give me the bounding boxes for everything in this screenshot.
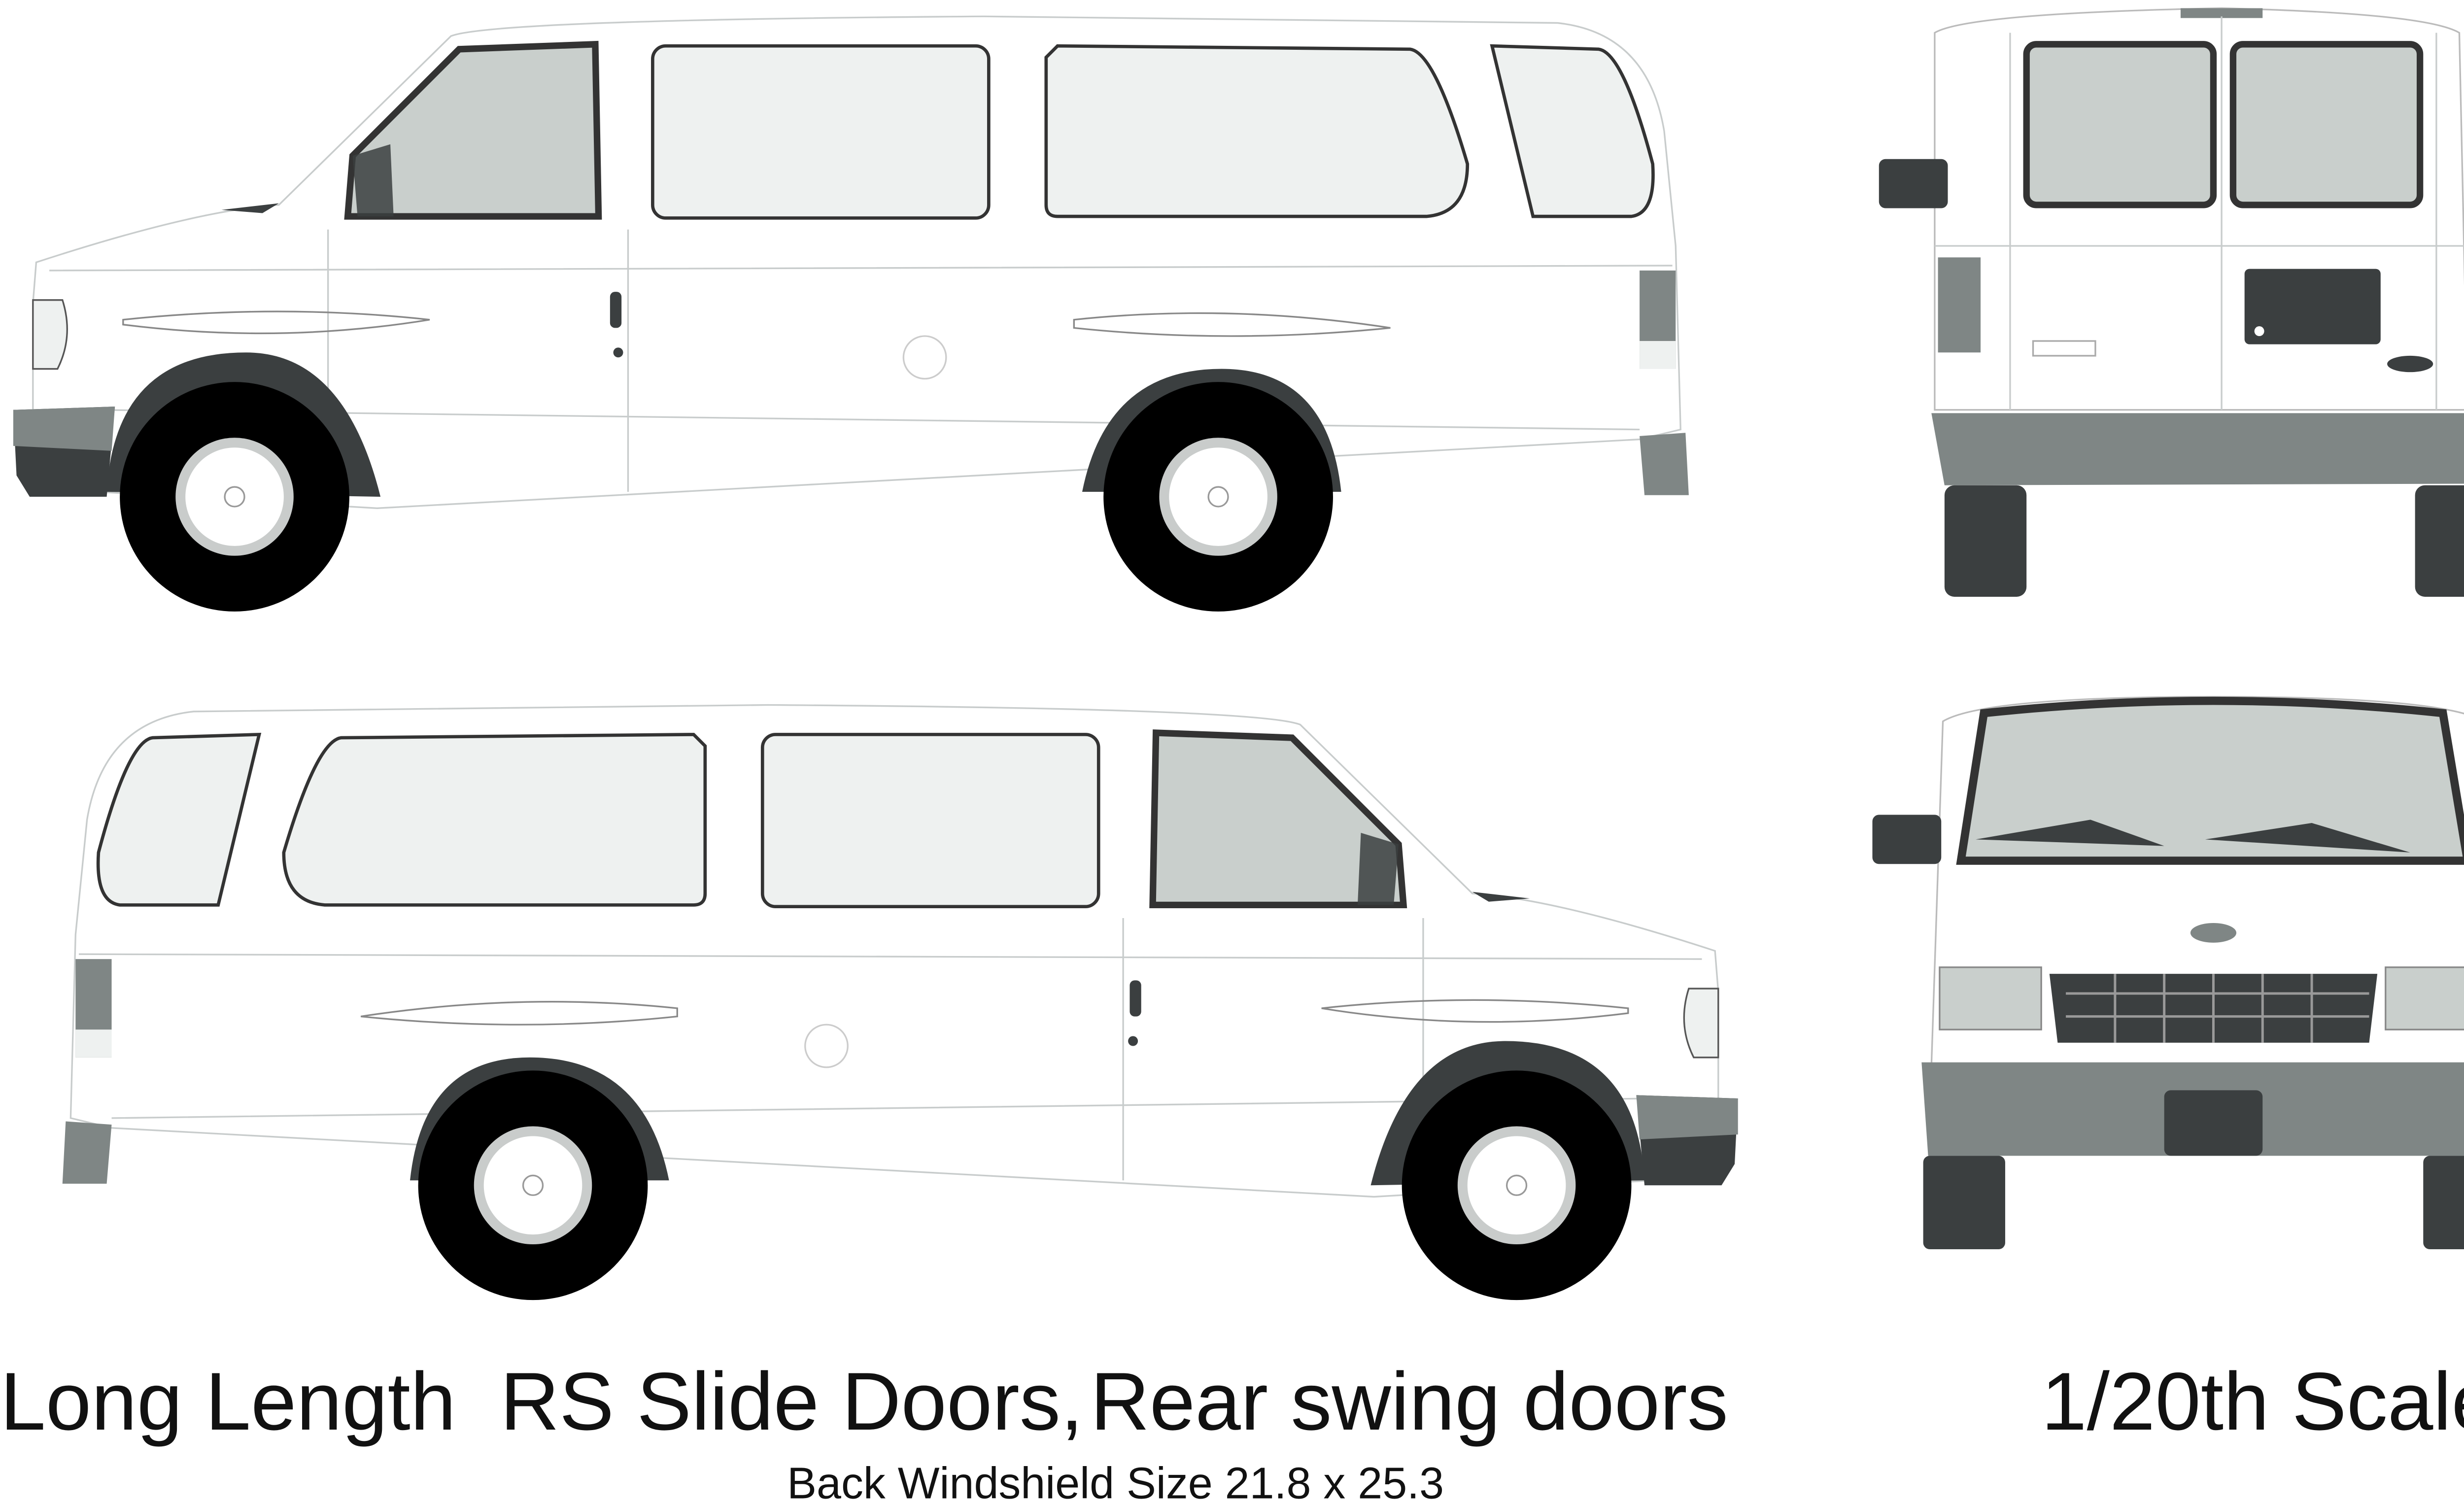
rear-doors-caption: Rear swing doors: [1091, 1356, 1728, 1447]
right-side-view: [63, 705, 1738, 1300]
scale-caption: 1/20th Scale: [2041, 1356, 2464, 1447]
length-caption: Long Length: [0, 1356, 456, 1447]
doors-caption: RS Slide Doors,: [500, 1356, 1083, 1447]
left-side-view: [13, 16, 1689, 612]
rear-view: [1879, 7, 2464, 597]
front-view: [1872, 696, 2464, 1250]
windshield-size-caption: Back Windshield Size 21.8 x 25.3: [787, 1459, 1444, 1505]
